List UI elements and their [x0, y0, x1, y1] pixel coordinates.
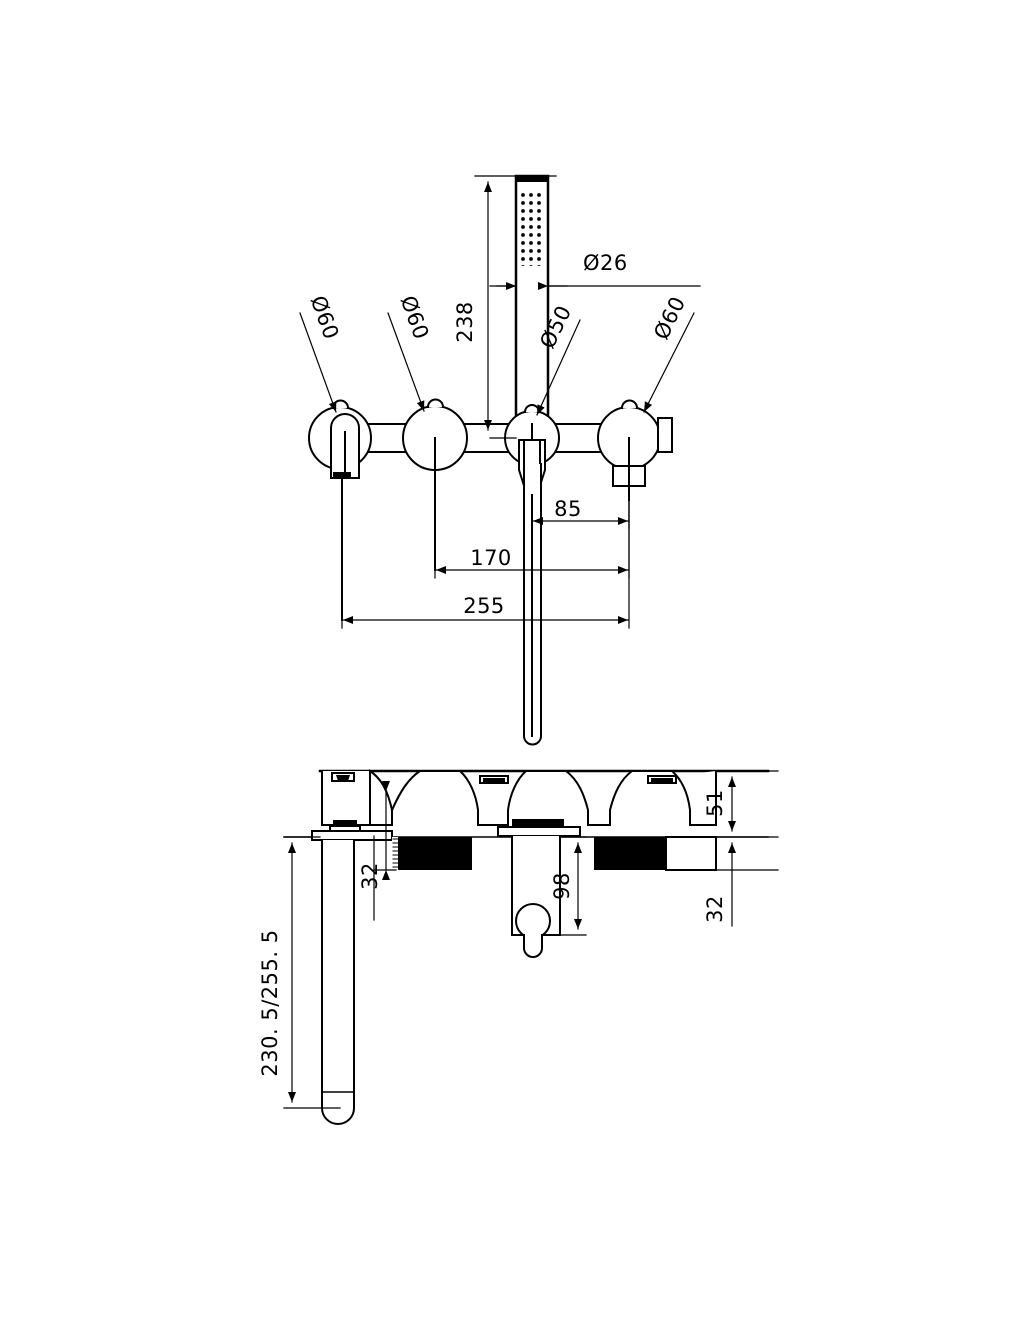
leader-dia60-right — [643, 312, 695, 413]
label-dia60-second: Ø60 — [396, 292, 434, 342]
handshower-handle-stem — [523, 463, 542, 746]
label-32-left: 32 — [358, 862, 382, 890]
label-51: 51 — [703, 789, 727, 817]
handshower-body — [514, 174, 550, 436]
dimension-32-left — [373, 781, 397, 921]
leader-dia50-center — [536, 319, 581, 416]
label-dia60-right: Ø60 — [649, 293, 690, 344]
dimension-spout-projection — [283, 836, 341, 1109]
leader-dia60-left — [299, 312, 337, 413]
label-98: 98 — [550, 872, 574, 900]
dimension-238 — [474, 175, 557, 439]
side-view-body — [283, 769, 770, 1125]
dimension-98 — [559, 836, 587, 936]
label-32-right: 32 — [703, 895, 727, 923]
dimension-51 — [715, 770, 779, 838]
leader-dia60-second — [387, 312, 425, 412]
valve-handle-3 — [597, 399, 673, 501]
valve-handle-1 — [308, 399, 372, 621]
label-255: 255 — [463, 594, 505, 618]
label-dia60-left: Ø60 — [306, 292, 344, 342]
dimension-32-right — [715, 842, 779, 927]
label-238: 238 — [453, 301, 477, 343]
dimension-255 — [341, 479, 630, 629]
label-spout-projection: 230. 5/255. 5 — [258, 929, 282, 1076]
label-170: 170 — [470, 546, 512, 570]
label-dia26: Ø26 — [583, 251, 628, 275]
valve-manifold-bar — [335, 423, 637, 453]
label-85: 85 — [554, 497, 582, 521]
